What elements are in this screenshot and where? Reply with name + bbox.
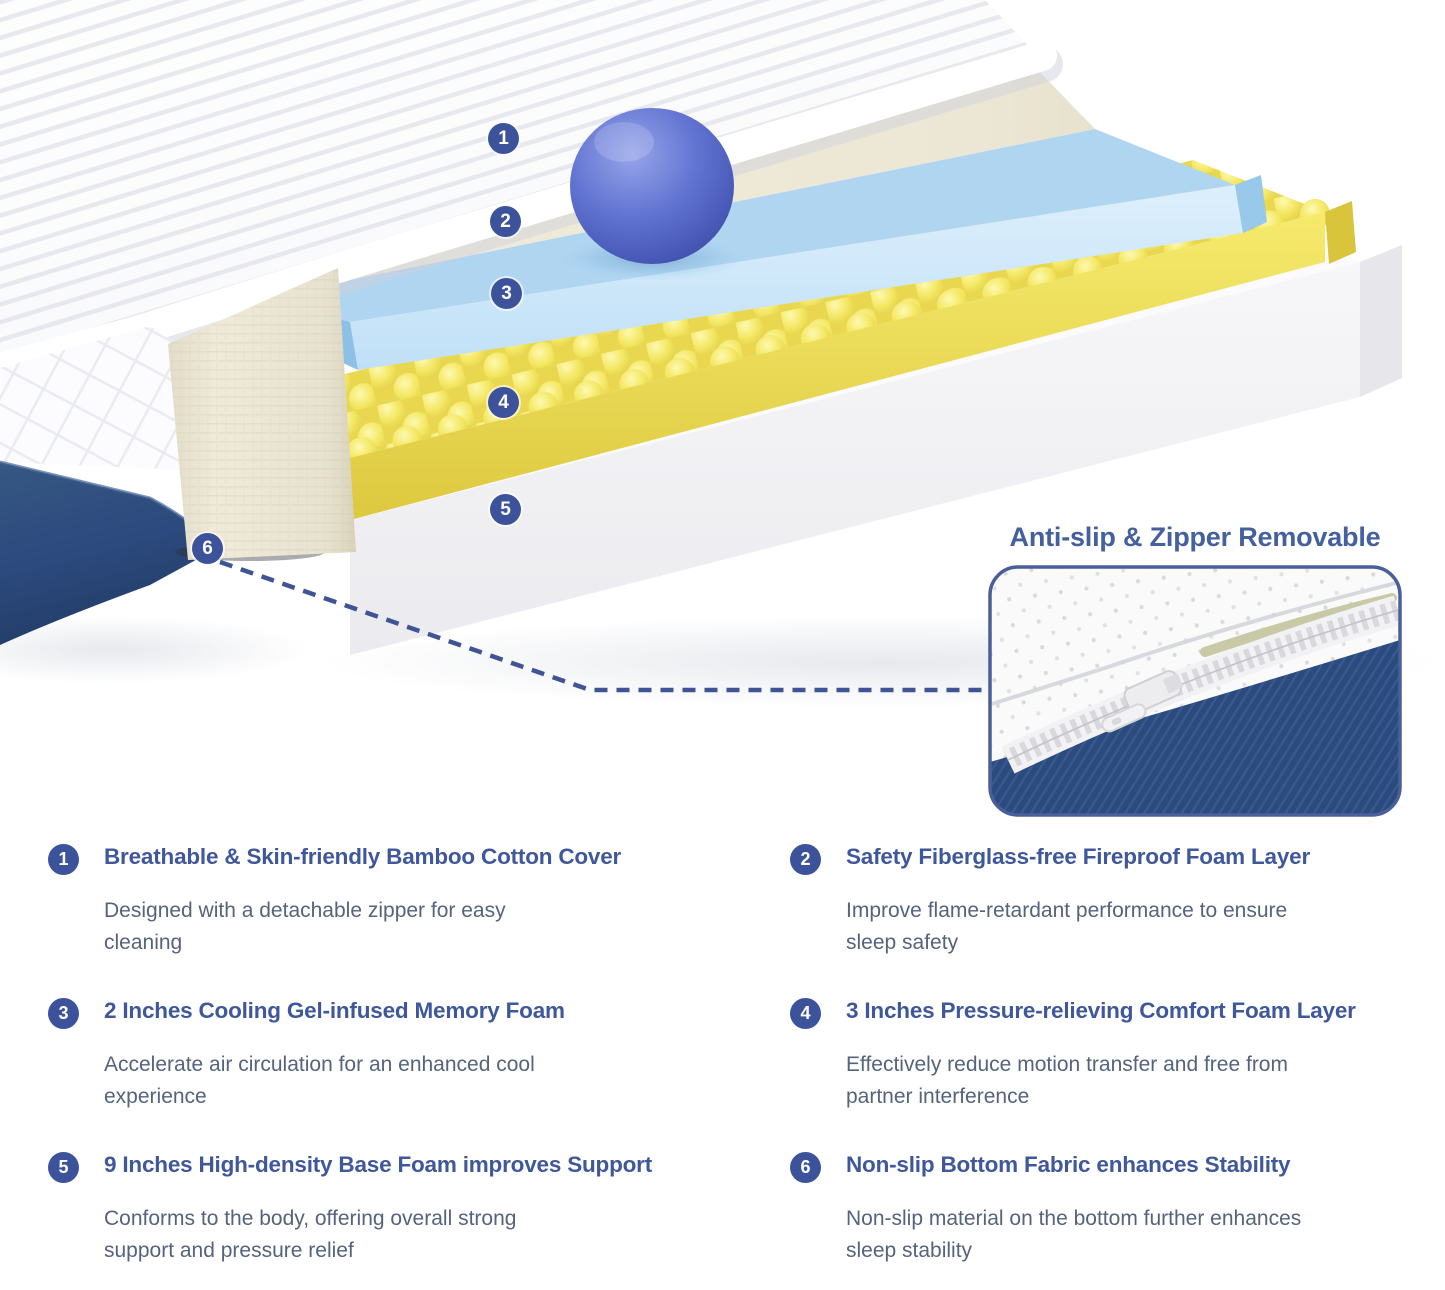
feature-badge-6-label: 6 [800, 1156, 811, 1177]
feature-title-3: 2 Inches Cooling Gel-infused Memory Foam [104, 997, 565, 1023]
layer-marker-1-label: 1 [498, 127, 509, 149]
layer-marker-2-label: 2 [500, 210, 511, 232]
feature-badge-1-label: 1 [58, 849, 69, 869]
feature-badge-2: 2 [790, 844, 821, 875]
feature-badge-2-label: 2 [800, 849, 811, 869]
feature-title-6: Non-slip Bottom Fabric enhances Stabilit… [846, 1151, 1291, 1177]
feature-desc-3: Accelerate air circulation for an enhanc… [104, 1053, 535, 1108]
feature-badge-1: 1 [48, 844, 79, 875]
feature-text-1: Breathable & Skin-friendly Bamboo Cotton… [104, 843, 621, 959]
mattress-layers-illustration [0, 0, 1440, 817]
feature-desc-4: Effectively reduce motion transfer and f… [846, 1053, 1288, 1108]
layer-marker-5: 5 [490, 494, 521, 525]
cover-side-panel [168, 268, 356, 560]
layer-marker-4: 4 [488, 387, 519, 418]
feature-badge-3: 3 [48, 997, 79, 1029]
layer-marker-6: 6 [192, 533, 223, 564]
layer-marker-1: 1 [488, 123, 519, 154]
feature-badge-4: 4 [790, 997, 821, 1029]
layer-marker-4-label: 4 [498, 391, 509, 413]
feature-title-1: Breathable & Skin-friendly Bamboo Cotton… [104, 844, 622, 869]
inset-title: Anti-slip & Zipper Removable [1009, 522, 1381, 552]
feature-item-3: 3 2 Inches Cooling Gel-infused Memory Fo… [48, 997, 790, 1113]
feature-list: 1 Breathable & Skin-friendly Bamboo Cott… [48, 843, 1428, 1267]
layer-marker-3: 3 [491, 278, 522, 309]
feature-desc-1: Designed with a detachable zipper for ea… [104, 899, 506, 955]
feature-badge-3-label: 3 [58, 1002, 69, 1023]
feature-badge-5-label: 5 [58, 1156, 69, 1177]
feature-desc-2: Improve flame-retardant performance to e… [846, 899, 1288, 955]
feature-desc-6: Non-slip material on the bottom further … [846, 1207, 1302, 1262]
feature-item-6: 6 Non-slip Bottom Fabric enhances Stabil… [790, 1151, 1428, 1267]
feature-title-4: 3 Inches Pressure-relieving Comfort Foam… [846, 997, 1356, 1023]
feature-item-1: 1 Breathable & Skin-friendly Bamboo Cott… [48, 843, 790, 959]
feature-title-5: 9 Inches High-density Base Foam improves… [104, 1151, 653, 1177]
layer-marker-6-label: 6 [202, 537, 213, 559]
layer-marker-3-label: 3 [501, 282, 512, 304]
feature-item-4: 4 3 Inches Pressure-relieving Comfort Fo… [790, 997, 1428, 1113]
stress-ball [570, 108, 734, 264]
feature-text-5: 9 Inches High-density Base Foam improves… [104, 1151, 652, 1267]
feature-badge-6: 6 [790, 1151, 821, 1183]
feature-item-2: 2 Safety Fiberglass-free Fireproof Foam … [790, 843, 1428, 959]
zipper-inset-photo [988, 565, 1402, 817]
layer-marker-2: 2 [490, 206, 521, 237]
feature-text-2: Safety Fiberglass-free Fireproof Foam La… [846, 843, 1310, 959]
feature-badge-5: 5 [48, 1151, 79, 1183]
feature-desc-5: Conforms to the body, offering overall s… [104, 1207, 517, 1262]
layer-marker-5-label: 5 [500, 498, 511, 520]
feature-title-2: Safety Fiberglass-free Fireproof Foam La… [846, 844, 1311, 869]
bamboo-cover-layer [0, 0, 1063, 470]
zipper-slider [1101, 670, 1184, 733]
feature-text-6: Non-slip Bottom Fabric enhances Stabilit… [846, 1151, 1306, 1267]
feature-badge-4-label: 4 [800, 1002, 811, 1023]
feature-text-4: 3 Inches Pressure-relieving Comfort Foam… [846, 997, 1356, 1113]
feature-item-5: 5 9 Inches High-density Base Foam improv… [48, 1151, 790, 1267]
feature-text-3: 2 Inches Cooling Gel-infused Memory Foam… [104, 997, 589, 1113]
